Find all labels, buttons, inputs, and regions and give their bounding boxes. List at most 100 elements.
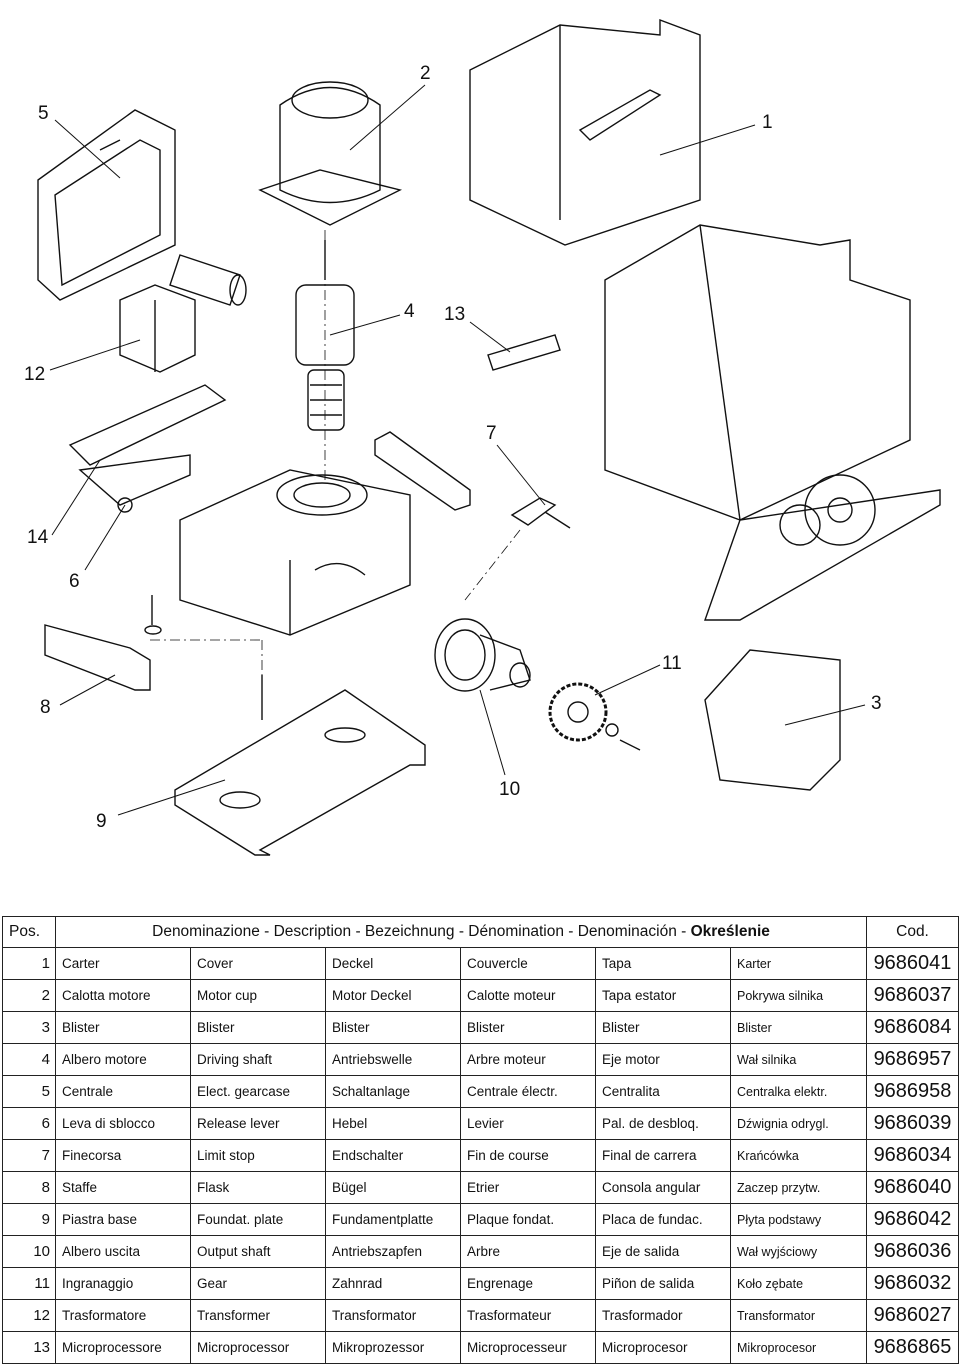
cell-fr: Couvercle [460, 947, 596, 980]
header-description-text: Denominazione - Description - Bezeichnun… [152, 923, 691, 940]
callout-5: 5 [38, 103, 49, 124]
cell-it: Albero uscita [55, 1235, 191, 1268]
cell-en: Blister [190, 1011, 326, 1044]
part-gear [548, 682, 641, 751]
cell-pos: 9 [2, 1203, 56, 1236]
cell-de: Antriebszapfen [325, 1235, 461, 1268]
cell-cod: 9686084 [866, 1011, 959, 1044]
cell-fr: Blister [460, 1011, 596, 1044]
cell-cod: 9686958 [866, 1075, 959, 1108]
cell-de: Bügel [325, 1171, 461, 1204]
cell-fr: Etrier [460, 1171, 596, 1204]
cell-de: Antriebswelle [325, 1043, 461, 1076]
cell-de: Zahnrad [325, 1267, 461, 1300]
cell-de: Motor Deckel [325, 979, 461, 1012]
cell-it: Finecorsa [55, 1139, 191, 1172]
cell-pl: Wał wyjściowy [730, 1235, 867, 1268]
cell-es: Eje de salida [595, 1235, 731, 1268]
cell-fr: Plaque fondat. [460, 1203, 596, 1236]
cell-cod: 9686032 [866, 1267, 959, 1300]
callout-9: 9 [96, 811, 107, 832]
cell-en: Transformer [190, 1299, 326, 1332]
callout-4: 4 [404, 301, 415, 322]
cell-pl: Transformator [730, 1299, 867, 1332]
cell-pl: Krańcówka [730, 1139, 867, 1172]
cell-it: Leva di sblocco [55, 1107, 191, 1140]
callout-8: 8 [40, 697, 51, 718]
cell-es: Tapa estator [595, 979, 731, 1012]
cell-fr: Arbre moteur [460, 1043, 596, 1076]
cell-cod: 9686042 [866, 1203, 959, 1236]
header-description-bold: Określenie [690, 923, 770, 940]
cell-de: Blister [325, 1011, 461, 1044]
cell-fr: Arbre [460, 1235, 596, 1268]
cell-es: Final de carrera [595, 1139, 731, 1172]
cell-cod: 9686039 [866, 1107, 959, 1140]
callout-12: 12 [24, 364, 46, 385]
cell-pos: 6 [2, 1107, 56, 1140]
cell-fr: Calotte moteur [460, 979, 596, 1012]
callout-10: 10 [499, 779, 521, 800]
cell-en: Cover [190, 947, 326, 980]
cell-pl: Wał silnika [730, 1043, 867, 1076]
cell-es: Placa de fundac. [595, 1203, 731, 1236]
cell-en: Release lever [190, 1107, 326, 1140]
part-release-lever [68, 384, 227, 513]
cell-en: Driving shaft [190, 1043, 326, 1076]
cell-it: Ingranaggio [55, 1267, 191, 1300]
cell-pl: Blister [730, 1011, 867, 1044]
cell-pl: Koło zębate [730, 1267, 867, 1300]
cell-pos: 8 [2, 1171, 56, 1204]
cell-pl: Zaczep przytw. [730, 1171, 867, 1204]
cell-de: Schaltanlage [325, 1075, 461, 1108]
cell-pl: Dźwignia odrygl. [730, 1107, 867, 1140]
cell-pos: 2 [2, 979, 56, 1012]
exploded-parts-diagram [37, 18, 941, 856]
cell-en: Limit stop [190, 1139, 326, 1172]
cell-en: Output shaft [190, 1235, 326, 1268]
part-transformer [119, 284, 196, 373]
cell-de: Deckel [325, 947, 461, 980]
leader-lines [49, 84, 866, 816]
cell-de: Hebel [325, 1107, 461, 1140]
cell-es: Centralita [595, 1075, 731, 1108]
cell-it: Staffe [55, 1171, 191, 1204]
part-base-plate [174, 689, 426, 856]
cell-de: Fundamentplatte [325, 1203, 461, 1236]
header-description: Denominazione - Description - Bezeichnun… [55, 916, 867, 948]
callout-1: 1 [762, 112, 773, 133]
cell-fr: Levier [460, 1107, 596, 1140]
cell-es: Consola angular [595, 1171, 731, 1204]
part-blister [704, 649, 841, 791]
cell-fr: Microprocesseur [460, 1331, 596, 1364]
cell-cod: 9686041 [866, 947, 959, 980]
cell-cod: 9686027 [866, 1299, 959, 1332]
cell-cod: 9686036 [866, 1235, 959, 1268]
cell-en: Flask [190, 1171, 326, 1204]
cell-es: Eje motor [595, 1043, 731, 1076]
cell-fr: Trasformateur [460, 1299, 596, 1332]
part-output-shaft [434, 618, 531, 692]
cell-pl: Mikroprocesor [730, 1331, 867, 1364]
cell-pos: 12 [2, 1299, 56, 1332]
cell-pos: 13 [2, 1331, 56, 1364]
cell-en: Elect. gearcase [190, 1075, 326, 1108]
cell-en: Foundat. plate [190, 1203, 326, 1236]
cell-pl: Pokrywa silnika [730, 979, 867, 1012]
cell-cod: 9686034 [866, 1139, 959, 1172]
cell-cod: 9686865 [866, 1331, 959, 1364]
part-microprocessor [487, 334, 561, 371]
cell-pl: Centralka elektr. [730, 1075, 867, 1108]
cell-pos: 11 [2, 1267, 56, 1300]
cell-cod: 9686040 [866, 1171, 959, 1204]
cell-it: Albero motore [55, 1043, 191, 1076]
cell-it: Piastra base [55, 1203, 191, 1236]
callout-2: 2 [420, 63, 431, 84]
part-assembled-unit [604, 224, 941, 621]
